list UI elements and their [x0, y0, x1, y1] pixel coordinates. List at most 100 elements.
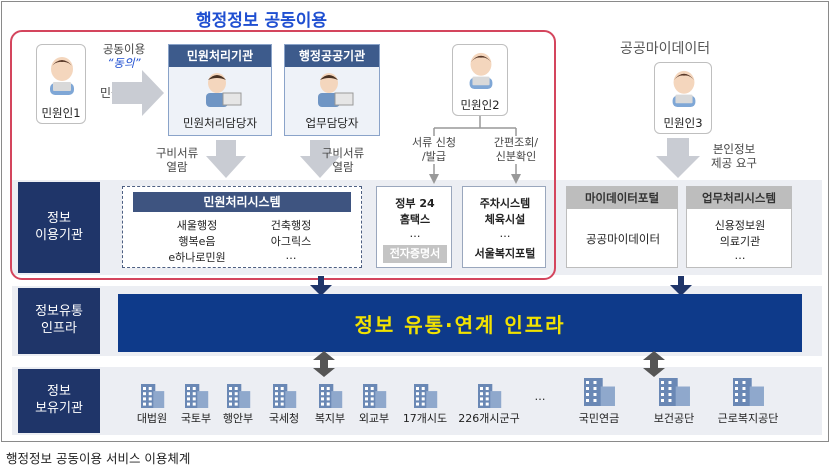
civil-system-item: e하나로민원	[168, 251, 226, 264]
holders-ellipsis: …	[530, 376, 550, 432]
holder-item: 보건공단	[644, 376, 704, 432]
info-infra-bar: 정보 유통·연계 인프라	[118, 294, 802, 352]
docs-view-text-2: 구비서류 열람	[321, 146, 365, 175]
civil-org-staff: 민원처리담당자	[182, 116, 258, 130]
shared-use-highlight	[10, 30, 556, 280]
mydata-portal-title: 마이데이터포털	[567, 187, 677, 209]
civil-system-item: 새울행정	[176, 219, 218, 232]
gov24-item: …	[409, 227, 421, 240]
citizen3-card: 민원인3	[654, 62, 712, 134]
consent-line1: 공동이용	[102, 42, 146, 56]
holder-label: …	[534, 390, 546, 403]
holder-label: 근로복지공단	[717, 412, 779, 425]
gov24-item: 홈택스	[399, 213, 431, 226]
building-icon	[478, 384, 502, 408]
row-label-infra: 정보유통 인프라	[18, 288, 100, 354]
civil-system-item: 아그릭스	[270, 235, 312, 248]
self-request-text: 본인정보 제공 요구	[711, 142, 757, 171]
holders-row: 대법원 국토부 행안부 국세청 복지부 외교부 17개시도 226개시군구 … 국민연금 보건공단 근…	[118, 376, 818, 432]
civil-system-item: 행복e음	[178, 235, 216, 248]
admin-org-box: 행정공공기관 업무담당자	[284, 44, 380, 136]
building-icon	[185, 384, 209, 408]
mydata-portal-box: 마이데이터포털 공공마이데이터	[566, 186, 678, 268]
civil-system-item: …	[285, 249, 297, 262]
row-label-users: 정보 이용기관	[18, 182, 100, 273]
work-system-box: 업무처리시스템 신용정보원 의료기관 …	[686, 186, 792, 268]
citizen3-label: 민원인3	[663, 116, 703, 130]
civil-org-box: 민원처리기관 민원처리담당자	[168, 44, 272, 136]
simple-check-text: 간편조회/ 신분확인	[484, 136, 548, 164]
civil-system-box: 민원처리시스템 새울행정 건축행정 행복e음 아그릭스 e하나로민원 …	[122, 186, 362, 268]
holder-item: 226개시군구	[454, 376, 524, 432]
arrow-right-icon	[112, 70, 164, 116]
parking-item: 체육시설	[484, 213, 526, 226]
civil-org-title: 민원처리기관	[169, 45, 271, 67]
docs-view-text-1: 구비서류 열람	[155, 146, 199, 175]
citizen2-label: 민원인2	[460, 98, 500, 112]
doc-request-text: 서류 신청 /발급	[406, 136, 462, 164]
diagram-frame	[1, 1, 829, 442]
holder-label: 보건공단	[653, 412, 695, 425]
building-icon	[141, 384, 165, 408]
building-icon	[273, 384, 297, 408]
citizen1-card: 민원인1	[36, 44, 86, 124]
holder-label: 국토부	[180, 412, 212, 425]
civil-system-title: 민원처리시스템	[133, 192, 351, 212]
holder-label: 대법원	[136, 412, 168, 425]
holder-item: 국세청	[264, 376, 304, 432]
work-system-title: 업무처리시스템	[687, 187, 791, 209]
holder-label: 226개시군구	[458, 412, 520, 425]
person-icon	[672, 70, 696, 107]
parking-item: 서울복지포털	[474, 247, 536, 260]
staff-icon	[206, 73, 242, 107]
title-public-mydata: 공공마이데이터	[620, 41, 711, 57]
arrow-down-icon	[310, 276, 332, 296]
building-icon	[659, 378, 690, 406]
gov24-item: 정부 24	[395, 197, 435, 210]
row-label-holders: 정보 보유기관	[18, 369, 100, 433]
holder-item: 복지부	[310, 376, 350, 432]
arrow-down-icon	[656, 138, 700, 178]
e-certificate-badge: 전자증명서	[383, 245, 447, 263]
work-system-item: 신용정보원	[714, 219, 766, 232]
holder-item: 17개시도	[400, 376, 450, 432]
building-icon	[319, 384, 343, 408]
building-icon	[227, 384, 251, 408]
staff-icon	[318, 73, 354, 107]
arrow-down-icon	[300, 140, 340, 178]
bidirectional-arrow-icon	[313, 351, 335, 377]
holder-label: 17개시도	[402, 412, 448, 425]
gov24-box: 정부 24 홈택스 … 전자증명서	[376, 186, 452, 268]
holder-label: 외교부	[358, 412, 390, 425]
parking-item: …	[499, 227, 511, 240]
holder-label: 복지부	[314, 412, 346, 425]
building-icon	[733, 378, 764, 406]
holder-item: 외교부	[354, 376, 394, 432]
admin-org-title: 행정공공기관	[285, 45, 379, 67]
citizen2-card: 민원인2	[452, 44, 508, 116]
person-icon	[50, 57, 74, 95]
holder-label: 국세청	[268, 412, 300, 425]
holder-label: 행안부	[222, 412, 254, 425]
admin-org-staff: 업무담당자	[305, 116, 359, 130]
holder-item: 행안부	[218, 376, 258, 432]
building-icon	[363, 384, 387, 408]
building-icon	[414, 384, 438, 408]
holder-item: 국토부	[176, 376, 216, 432]
parking-system-box: 주차시스템 체육시설 … 서울복지포털	[462, 186, 546, 268]
civil-system-item: 건축행정	[270, 219, 312, 232]
holder-item: 근로복지공단	[710, 376, 786, 432]
consent-line2: “동의”	[107, 56, 141, 71]
holder-item: 대법원	[132, 376, 172, 432]
arrow-down-icon	[206, 140, 246, 178]
parking-item: 주차시스템	[479, 197, 531, 210]
title-shared-use: 행정정보 공동이용	[196, 11, 328, 31]
person-icon	[469, 52, 493, 89]
arrow-down-icon	[670, 276, 692, 296]
diagram-caption: 행정정보 공동이용 서비스 이용체계	[6, 451, 191, 466]
consent-text: 공동이용 “동의”	[94, 42, 154, 71]
work-system-item: …	[734, 249, 746, 262]
work-system-item: 의료기관	[719, 235, 761, 248]
holder-label: 국민연금	[578, 412, 620, 425]
citizen1-label: 민원인1	[41, 106, 81, 120]
